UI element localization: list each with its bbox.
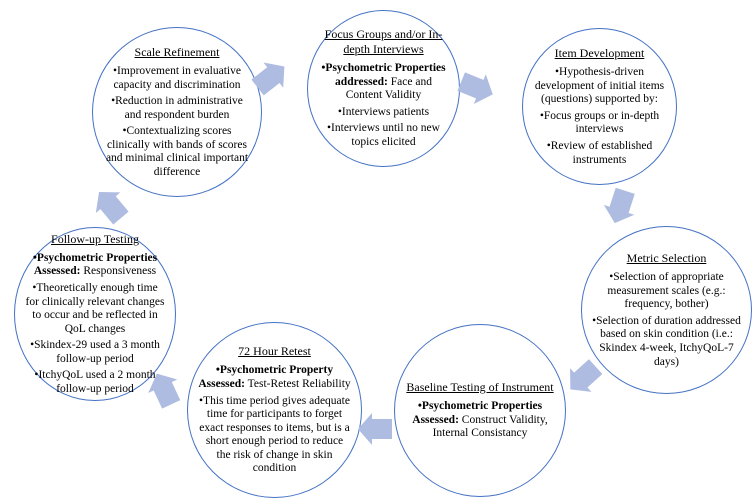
arrow-shape — [95, 191, 129, 225]
bullet-item: •Interviews until no new topics elicited — [318, 122, 449, 149]
bullet-item: •This time period gives adequate time fo… — [198, 395, 351, 476]
bullet-regular-text: •Selection of appropriate measurement sc… — [607, 271, 726, 311]
node-title: Focus Groups and/or In-depth Interviews — [324, 27, 443, 56]
bullet-item: •Selection of duration addressed based o… — [592, 315, 741, 369]
bullet-regular-text: •Interviews until no new topics elicited — [327, 122, 440, 149]
node-title: Scale Refinement — [134, 44, 220, 59]
bullet-bold-text: •Psychometric Property Assessed: — [198, 364, 334, 390]
bullet-regular-text: Construct Validity, Internal Consistancy — [432, 413, 548, 440]
bullet-item: •Interviews patients — [338, 106, 429, 120]
bullet-item: •ItchyQoL used a 2 month follow-up perio… — [25, 369, 165, 396]
bullet-item: •Psychometric Properties addressed: Face… — [318, 62, 449, 103]
bullet-regular-text: Test-Retest Reliability — [244, 378, 351, 390]
node-title: 72 Hour Retest — [238, 344, 311, 359]
bullet-regular-text: •Focus groups or in-depth interviews — [539, 109, 660, 136]
node-title: Follow-up Testing — [51, 231, 139, 246]
node-title: Baseline Testing of Instrument — [406, 379, 554, 394]
bullet-item: •Theoretically enough time for clinicall… — [25, 282, 165, 336]
bullet-item: •Focus groups or in-depth interviews — [533, 110, 666, 137]
cycle-arrow-scale-to-focus-icon — [251, 62, 285, 96]
bullet-regular-text: •Skindex-29 used a 3 month follow-up per… — [30, 339, 160, 365]
bullet-regular-text: •Theoretically enough time for clinicall… — [25, 282, 165, 335]
arrow-shape — [358, 413, 392, 445]
cycle-arrow-item-to-metric-icon — [603, 187, 635, 224]
arrow-shape — [148, 373, 181, 409]
bullet-item: •Psychometric Properties Assessed: Const… — [405, 400, 555, 441]
bullet-bold-text: •Psychometric Properties Assessed: — [32, 251, 158, 278]
bullet-regular-text: •Improvement in evaluative capacity and … — [113, 64, 241, 91]
arrow-shape — [251, 62, 285, 96]
bullet-regular-text: •ItchyQoL used a 2 month follow-up perio… — [34, 369, 156, 395]
node-baseline-testing: Baseline Testing of Instrument •Psychome… — [394, 324, 566, 497]
node-follow-up-testing: Follow-up Testing •Psychometric Properti… — [14, 227, 176, 401]
bullet-regular-text: •Interviews patients — [337, 105, 430, 118]
cycle-arrow-retest-to-followup-icon — [148, 373, 181, 409]
arrow-shape — [603, 187, 635, 224]
bullet-regular-text: •Selection of duration addressed based o… — [592, 314, 741, 368]
cycle-arrow-baseline-to-retest-icon — [358, 413, 392, 445]
bullet-item: •Review of established instruments — [533, 140, 666, 167]
bullet-item: •Reduction in administrative and respond… — [103, 95, 251, 122]
node-scale-refinement: Scale Refinement •Improvement in evaluat… — [92, 27, 262, 197]
bullet-item: •Psychometric Property Assessed: Test-Re… — [198, 364, 351, 391]
bullet-item: •Improvement in evaluative capacity and … — [103, 65, 251, 92]
bullet-bold-text: •Psychometric Properties addressed: — [321, 62, 446, 88]
arrow-shape — [570, 359, 603, 392]
node-72-hour-retest: 72 Hour Retest •Psychometric Property As… — [187, 322, 362, 498]
bullet-regular-text: Face and Content Validity — [345, 75, 432, 102]
node-title: Metric Selection — [626, 250, 707, 265]
bullet-item: •Contextualizing scores clinically with … — [103, 125, 251, 179]
bullet-regular-text: •This time period gives adequate time fo… — [199, 394, 350, 475]
cycle-arrow-followup-to-scale-icon — [95, 191, 129, 225]
node-focus-groups: Focus Groups and/or In-depth Interviews … — [307, 10, 460, 167]
bullet-regular-text: •Reduction in administrative and respond… — [111, 95, 243, 121]
bullet-regular-text: •Contextualizing scores clinically with … — [105, 125, 249, 178]
bullet-item: •Hypothesis-driven development of initia… — [533, 66, 666, 107]
cycle-arrow-metric-to-baseline-icon — [570, 359, 603, 392]
bullet-bold-text: •Psychometric Properties Assessed: — [412, 400, 543, 426]
bullet-item: •Selection of appropriate measurement sc… — [592, 271, 741, 312]
bullet-item: •Skindex-29 used a 3 month follow-up per… — [25, 339, 165, 366]
arrow-shape — [457, 72, 493, 104]
bullet-regular-text: •Review of established instruments — [546, 140, 653, 166]
node-title: Item Development — [554, 45, 645, 60]
bullet-item: •Psychometric Properties Assessed: Respo… — [25, 252, 165, 279]
bullet-regular-text: •Hypothesis-driven development of initia… — [534, 66, 665, 106]
bullet-regular-text: Responsiveness — [80, 265, 157, 278]
node-item-development: Item Development •Hypothesis-driven deve… — [522, 28, 677, 185]
cycle-arrow-focus-to-item-icon — [457, 72, 493, 104]
node-metric-selection: Metric Selection •Selection of appropria… — [581, 226, 752, 394]
